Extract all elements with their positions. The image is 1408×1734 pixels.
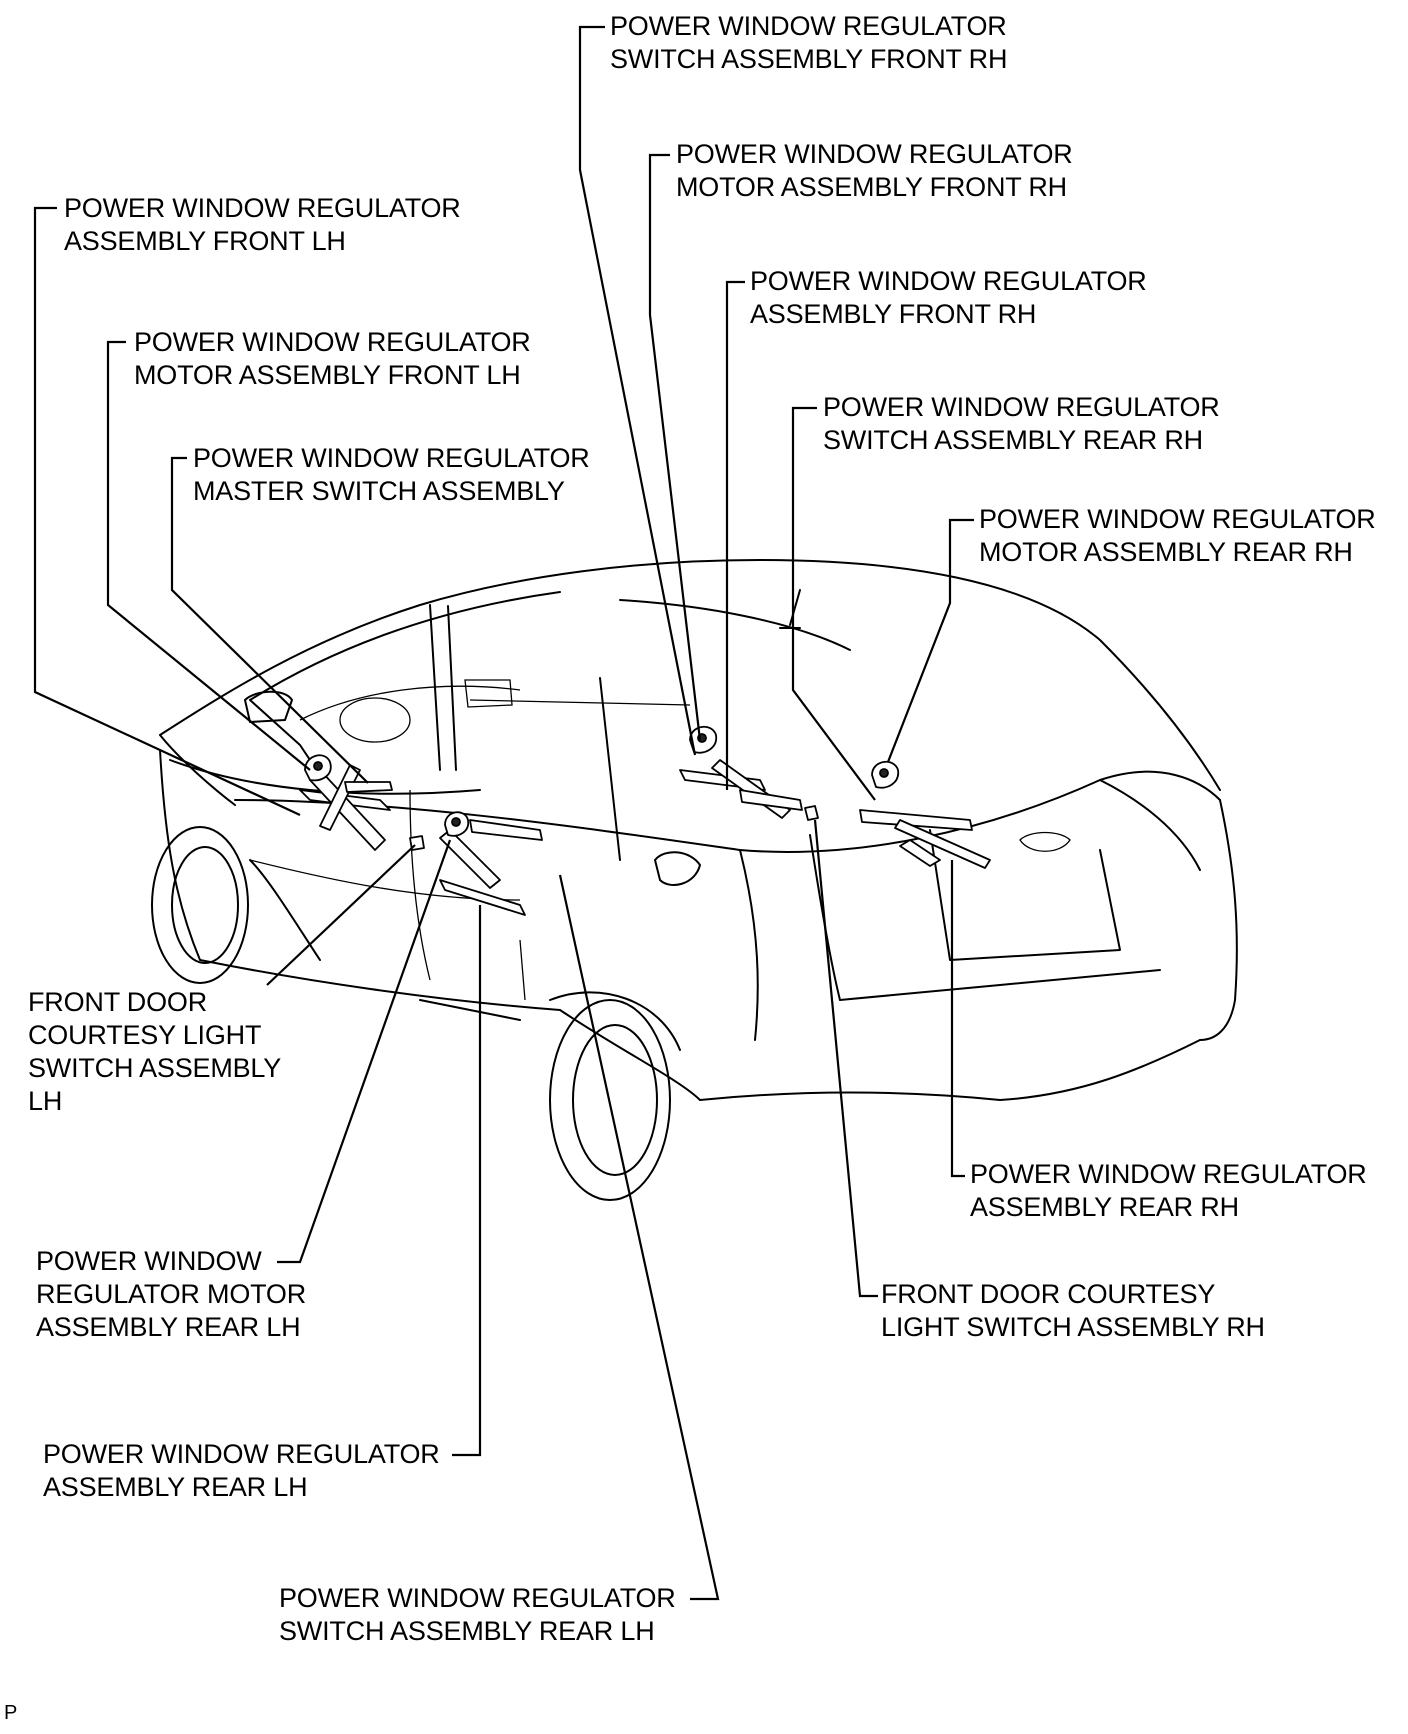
leader-reg-front-rh: [725, 280, 745, 790]
figure-code: P: [4, 1702, 18, 1724]
motor-rear-lh: [444, 811, 470, 837]
leader-motor-front-rh: [648, 153, 702, 741]
leader-motor-front-lh: [106, 340, 311, 771]
leader-switch-front-rh: [578, 25, 697, 756]
car-body: [151, 559, 1238, 1201]
leader-motor-rear-rh: [886, 518, 974, 763]
leader-switch-rear-lh: [558, 874, 720, 1601]
courtesy-switch-rh: [804, 805, 819, 821]
motor-rear-rh: [871, 761, 899, 789]
leader-reg-rear-rh: [950, 860, 965, 1178]
regulator-rear-lh: [439, 819, 543, 916]
regulator-front-lh: [299, 764, 393, 851]
regulator-front-rh: [679, 759, 803, 819]
leader-reg-rear-lh: [452, 905, 482, 1457]
leader-courtesy-rh: [813, 819, 878, 1298]
motor-front-lh: [304, 754, 332, 782]
motor-front-rh: [689, 726, 717, 754]
leader-courtesy-lh: [266, 844, 416, 986]
leader-switch-rear-rh: [791, 406, 876, 801]
leader-motor-rear-lh: [277, 839, 452, 1264]
leader-lines: [33, 25, 974, 1601]
leader-reg-front-lh: [33, 206, 301, 816]
regulator-rear-rh: [859, 809, 991, 869]
leader-master-switch: [170, 456, 369, 784]
